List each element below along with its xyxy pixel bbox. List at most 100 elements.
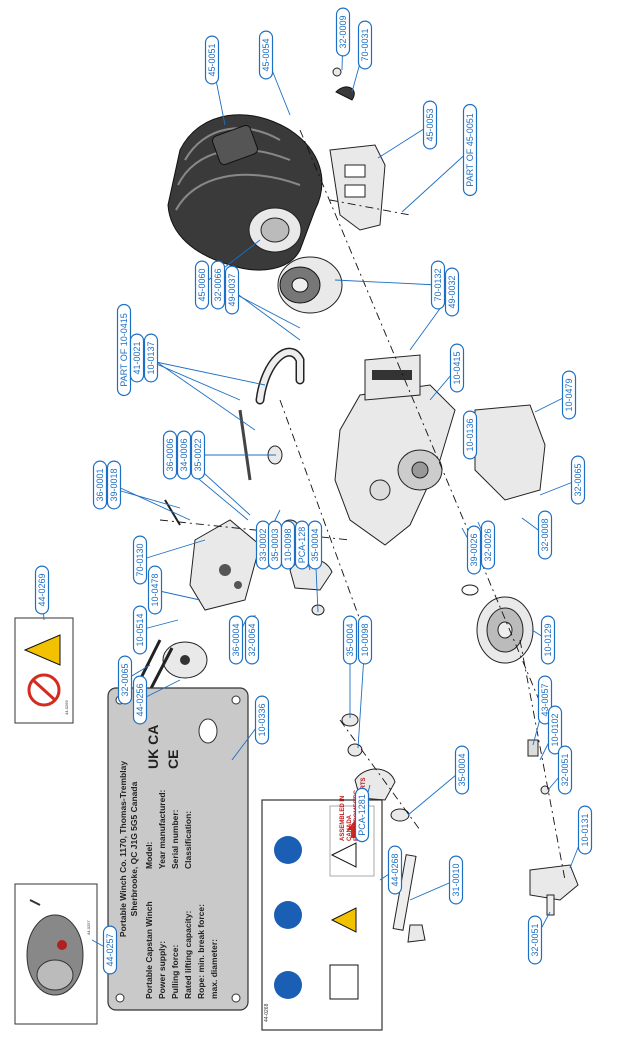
callout-text: 31-0010 [451, 863, 461, 896]
label-44-0268-code: 44-0268 [264, 1003, 270, 1022]
engine-assembly [167, 114, 323, 271]
callout-c-33-0002: 33-0002 [255, 520, 271, 570]
callout-c-32-0009: 32-0009 [335, 7, 351, 57]
face-protection-icon [274, 901, 302, 929]
callout-text: 45-0054 [261, 38, 271, 71]
callout-text: 32-0065 [573, 463, 583, 496]
plate-row3-label: Pulling force: [170, 945, 180, 999]
callout-text: 10-0514 [135, 613, 145, 646]
callout-c-10-0098-b: 10-0098 [357, 615, 373, 665]
callout-c-41-0021: 41-0021 [129, 333, 145, 383]
callout-c-10-0479: 10-0479 [561, 370, 577, 420]
callout-c-34-0006: 34-0006 [176, 430, 192, 480]
callout-text: 49-0037 [227, 273, 237, 306]
callout-text: 35-0022 [193, 438, 203, 471]
callout-text: PCA-128 [297, 527, 307, 564]
callout-text: 49-0032 [447, 275, 457, 308]
callout-c-pca-1281: PCA-1281 [354, 787, 370, 843]
callout-c-36-0001: 36-0001 [92, 460, 108, 510]
photo-44-0257: 44-0257 [14, 883, 98, 1025]
callout-c-44-0257: 44-0257 [102, 925, 118, 975]
plate-brand-logo [198, 718, 218, 744]
callout-text: 32-0009 [338, 15, 348, 48]
callout-text: 10-0137 [146, 341, 156, 374]
side-cover-part [329, 144, 386, 231]
callout-c-10-0131: 10-0131 [577, 805, 593, 855]
leader-c-49-0037 [231, 289, 301, 341]
plate-row2-label: Power supply: [157, 941, 167, 999]
callout-text: 39-0018 [109, 468, 119, 501]
callout-text: PART OF 45-0051 [465, 113, 475, 187]
callout-text: 36-0001 [95, 468, 105, 501]
lift-handle-part [238, 347, 305, 481]
callout-text: PART OF 10-0415 [119, 313, 129, 387]
nameplate: Portable Winch Co. 1170, Thomas-Tremblay… [107, 687, 249, 1011]
callout-text: 70-0031 [360, 28, 370, 61]
callout-c-45-0054: 45-0054 [258, 30, 274, 80]
callout-text: 10-0415 [452, 351, 462, 384]
callout-c-31-0010: 31-0010 [448, 855, 464, 905]
callout-c-10-0514: 10-0514 [132, 605, 148, 655]
bracket-part [529, 864, 579, 916]
plate-company-line2: Sherbrooke, QC J1G 5G5 Canada [129, 781, 139, 916]
callout-text: 34-0006 [179, 438, 189, 471]
plate-row4-value: Classification: [183, 811, 193, 869]
callout-c-32-0051-b: 32-0051 [527, 915, 543, 965]
plate-row6-label: max. diameter: [209, 939, 219, 999]
callout-c-45-0051: 45-0051 [204, 35, 220, 85]
callout-c-70-0031: 70-0031 [357, 20, 373, 70]
callout-c-49-0032: 49-0032 [444, 267, 460, 317]
callout-c-10-0336: 10-0336 [254, 695, 270, 745]
callout-c-32-0064: 32-0064 [244, 615, 260, 665]
callout-text: 32-0051 [560, 753, 570, 786]
callout-text: 36-0004 [231, 623, 241, 656]
callout-text: 44-0256 [135, 683, 145, 716]
callout-c-44-0256: 44-0256 [132, 675, 148, 725]
assembly-centerlines [159, 129, 566, 881]
warning-triangle-icon [23, 634, 61, 666]
plate-row1-label: Portable Capstan Winch [144, 901, 154, 999]
callout-c-44-0268: 44-0268 [387, 845, 403, 895]
callout-text: 70-0130 [135, 543, 145, 576]
gearbox-housing-part [334, 354, 456, 546]
plate-row4-label: Rated lifting capacity: [183, 911, 193, 999]
callout-text: 35-0004 [345, 623, 355, 656]
callout-c-32-0008: 32-0008 [537, 510, 553, 560]
callout-c-10-0415: 10-0415 [449, 343, 465, 393]
callout-c-39-0026: 39-0026 [466, 525, 482, 575]
callout-text: 10-0098 [283, 528, 293, 561]
callout-c-32-0051-a: 32-0051 [557, 745, 573, 795]
callout-text: 36-0006 [165, 438, 175, 471]
callout-c-49-0037: 49-0037 [224, 265, 240, 315]
plate-row5-label: Rope: min. break force: [196, 904, 206, 999]
callout-c-32-0065-b: 32-0065 [117, 655, 133, 705]
callout-text: 45-0051 [207, 43, 217, 76]
callout-text: PCA-1281 [357, 794, 367, 836]
callout-c-35-0003: 35-0003 [267, 520, 283, 570]
leader-c-45-0053 [377, 124, 431, 159]
warning-label-44-0269: 44-0269 [14, 617, 74, 724]
callout-c-part-10-0415: PART OF 10-0415 [116, 303, 132, 397]
leader-c-39-0018 [113, 484, 191, 521]
leader-c-41-0021 [136, 357, 266, 386]
callout-c-10-0129: 10-0129 [540, 615, 556, 665]
leader-c-70-0132 [334, 279, 439, 286]
callout-text: 41-0021 [132, 341, 142, 374]
hearing-protection-icon [274, 836, 302, 864]
callout-c-pca-128: PCA-128 [294, 520, 310, 570]
plate-ce-mark: CE [165, 750, 181, 769]
callout-text: 44-0268 [390, 853, 400, 886]
callout-text: 39-0026 [469, 533, 479, 566]
callout-c-32-0066: 32-0066 [210, 260, 226, 310]
callout-c-10-0098-a: 10-0098 [280, 520, 296, 570]
label-44-0257-code: 44-0257 [86, 920, 91, 935]
callout-text: 10-0098 [360, 623, 370, 656]
callout-c-10-0137: 10-0137 [143, 333, 159, 383]
callout-text: 10-0478 [150, 573, 160, 606]
plate-row3-value: Serial number: [170, 809, 180, 869]
leader-c-31-0010 [409, 879, 457, 901]
callout-text: 10-0102 [550, 713, 560, 746]
